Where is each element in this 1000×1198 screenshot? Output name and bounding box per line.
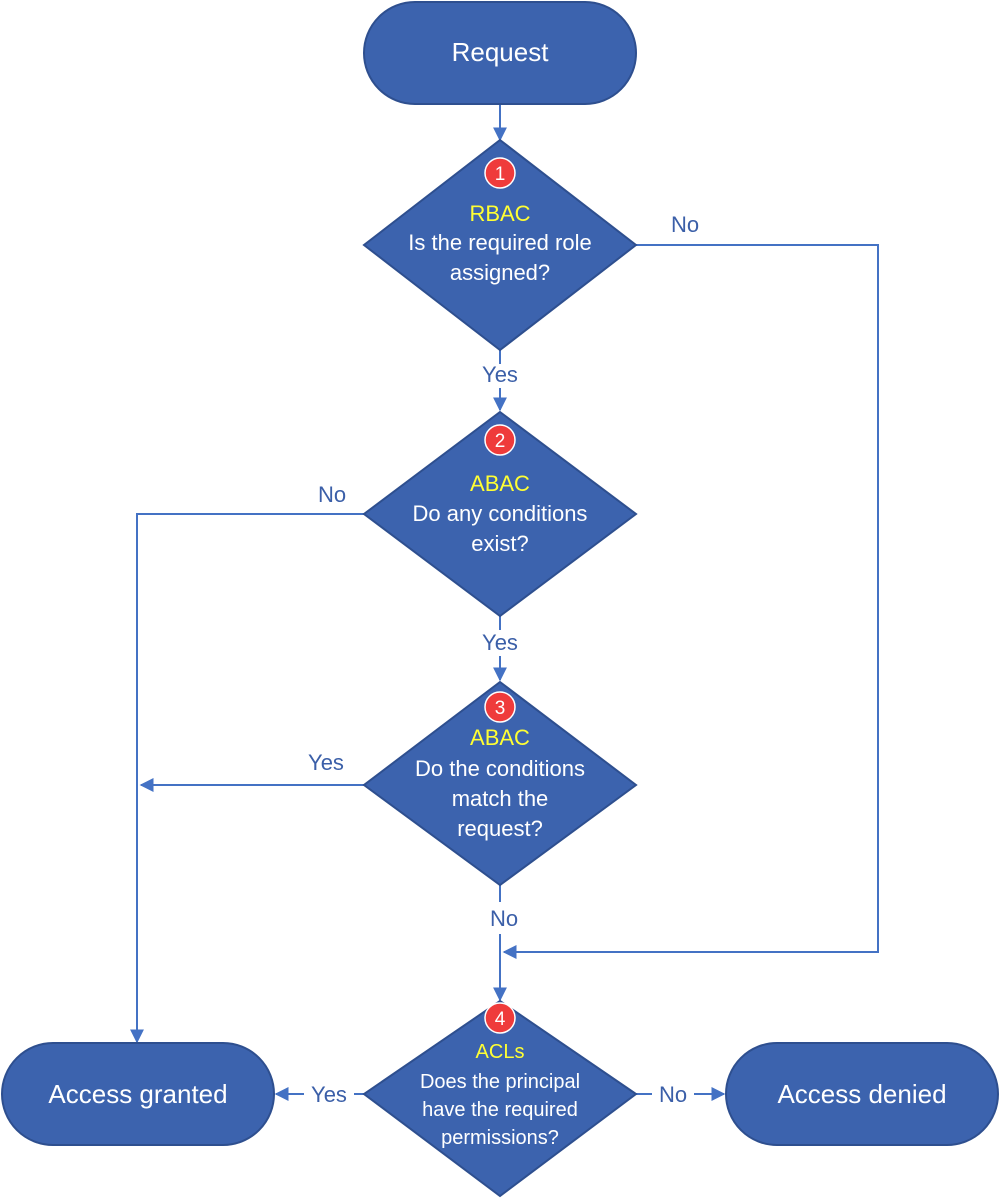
edge-label-d1-no: No [671, 212, 699, 237]
decision-1-tag: RBAC [469, 201, 530, 226]
decision-3-line-1: Do the conditions [415, 756, 585, 781]
access-denied-node: Access denied [725, 1042, 999, 1146]
decision-4-tag: ACLs [476, 1041, 525, 1063]
decision-4-line-1: Does the principal [420, 1071, 580, 1093]
start-label: Request [452, 37, 550, 67]
step-badge-2 [484, 424, 516, 456]
edge-label-d3-yes: Yes [308, 750, 344, 775]
access-granted-label: Access granted [48, 1079, 227, 1109]
decision-2-line-2: exist? [471, 531, 528, 556]
edge-label-d1-yes: Yes [482, 362, 518, 387]
step-badge-4-number: 4 [495, 1009, 506, 1030]
step-badge-1 [484, 157, 516, 189]
access-denied-label: Access denied [777, 1079, 946, 1109]
decision-3: 3 ABAC Do the conditions match the reque… [362, 680, 638, 887]
decision-4-line-2: have the required [422, 1099, 578, 1121]
decision-3-line-2: match the [452, 786, 549, 811]
edge-label-d4-yes: Yes [311, 1082, 347, 1107]
decision-4: 4 ACLs Does the principal have the requi… [362, 999, 638, 1198]
decision-2-tag: ABAC [470, 471, 530, 496]
step-badge-4 [484, 1002, 516, 1034]
decision-3-line-3: request? [457, 816, 543, 841]
decision-2: 2 ABAC Do any conditions exist? [362, 410, 638, 618]
edge-label-d4-no: No [659, 1082, 687, 1107]
connector-d2-no [130, 513, 364, 1044]
connector-d1-no [502, 244, 879, 959]
edge-label-d2-no: No [318, 482, 346, 507]
step-badge-1-number: 1 [495, 164, 506, 185]
decision-3-tag: ABAC [470, 725, 530, 750]
decision-2-line-1: Do any conditions [413, 501, 588, 526]
start-node: Request [363, 1, 637, 105]
edge-label-d2-yes: Yes [482, 630, 518, 655]
edge-label-d3-no: No [490, 906, 518, 931]
step-badge-3 [484, 691, 516, 723]
step-badge-2-number: 2 [495, 431, 506, 452]
decision-4-line-3: permissions? [441, 1127, 559, 1149]
access-granted-node: Access granted [1, 1042, 275, 1146]
step-badge-3-number: 3 [495, 698, 506, 719]
decision-1: 1 RBAC Is the required role assigned? [362, 138, 638, 352]
decision-1-line-2: assigned? [450, 260, 550, 285]
decision-1-line-1: Is the required role [408, 230, 591, 255]
